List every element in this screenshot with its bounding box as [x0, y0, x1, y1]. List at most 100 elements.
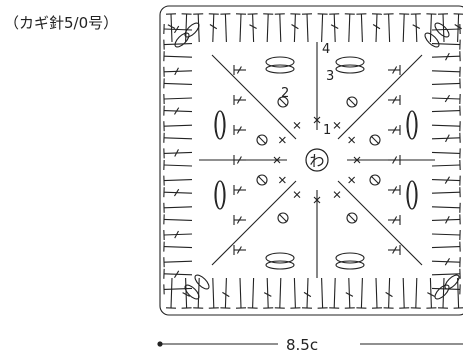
stitch-symbol: [164, 152, 192, 153]
stitch-symbol: [361, 278, 362, 308]
stitch-symbol: [240, 14, 241, 42]
round-label-4: 4: [322, 42, 330, 57]
single-crochet: [294, 122, 300, 128]
stitch-symbol: [416, 14, 417, 42]
shell-mark: [258, 136, 266, 144]
stitch-symbol: [267, 14, 268, 42]
stitch-symbol: [164, 125, 192, 126]
stitch-symbol: [164, 192, 192, 193]
stitch-symbol: [164, 138, 192, 139]
shell-mark: [348, 98, 356, 106]
chain-stitch: [336, 261, 364, 269]
stitch-symbol: [164, 274, 192, 275]
stitch-symbol: [213, 14, 214, 42]
stitch-symbol: [432, 71, 460, 72]
magic-ring-label: わ: [309, 152, 324, 170]
stitch-symbol: [443, 14, 444, 42]
stitch-symbol: [171, 278, 172, 308]
stitch-symbol: [416, 278, 417, 308]
round-label-2: 2: [281, 86, 289, 101]
stitch-symbol: [403, 14, 404, 42]
stitch-symbol: [389, 278, 390, 308]
stitch-symbol: [432, 165, 460, 166]
single-crochet: [279, 137, 285, 143]
stitch-symbol: [432, 207, 460, 208]
chain-stitch: [173, 31, 191, 49]
stitch-symbol: [280, 278, 281, 308]
stitch-symbol: [432, 98, 460, 99]
shell-mark: [371, 136, 379, 144]
stitch-symbol: [334, 14, 335, 42]
stitch-symbol: [432, 261, 460, 262]
stitch-symbol: [376, 14, 377, 42]
stitch-symbol: [432, 219, 460, 220]
stitch-symbol: [280, 14, 281, 42]
stitch-symbol: [322, 14, 323, 42]
stitch-symbol: [225, 278, 226, 308]
stitch-symbol: [376, 278, 377, 308]
stitch-symbol: [294, 14, 295, 42]
stitch-symbol: [389, 14, 390, 42]
stitch-symbol: [430, 14, 431, 42]
stitch-symbol: [164, 98, 192, 99]
stitch-symbol: [171, 14, 172, 42]
stitch-symbol: [186, 14, 187, 42]
stitch-symbol: [432, 138, 460, 139]
stitch-symbol: [253, 278, 254, 308]
round-label-3: 3: [326, 69, 334, 84]
single-crochet: [334, 122, 340, 128]
stitch-symbol: [432, 56, 460, 57]
stitch-symbol: [432, 125, 460, 126]
stitch-symbol: [294, 278, 295, 308]
stitch-symbol: [164, 83, 192, 84]
chain-stitch: [193, 273, 211, 291]
stitch-symbol: [164, 261, 192, 262]
single-crochet: [334, 192, 340, 198]
chain-stitch: [216, 111, 224, 139]
stitch-symbol: [164, 247, 192, 248]
stitch-symbol: [164, 44, 192, 45]
width-dimension-label: 8.5c: [280, 336, 324, 354]
shell-mark: [371, 176, 379, 184]
stitch-symbol: [164, 71, 192, 72]
stitch-symbol: [458, 14, 459, 42]
stitch-symbol: [307, 278, 308, 308]
chain-stitch: [336, 65, 364, 73]
stitch-symbol: [253, 14, 254, 42]
chain-stitch: [266, 261, 294, 269]
stitch-symbol: [164, 56, 192, 57]
stitch-symbol: [458, 278, 459, 308]
stitch-symbol: [432, 152, 460, 153]
stitch-symbol: [322, 278, 323, 308]
stitch-symbol: [164, 165, 192, 166]
stitch-symbol: [213, 278, 214, 308]
stitch-symbol: [164, 234, 192, 235]
stitch-symbol: [430, 278, 431, 308]
stitch-symbol: [225, 14, 226, 42]
stitch-symbol: [432, 247, 460, 248]
single-crochet: [294, 192, 300, 198]
stitch-symbol: [164, 111, 192, 112]
stitch-symbol: [349, 278, 350, 308]
single-crochet: [349, 177, 355, 183]
stitch-symbol: [403, 278, 404, 308]
stitch-symbol: [186, 278, 187, 308]
hook-size-label: （カギ針5/0号）: [4, 12, 118, 33]
stitch-symbol: [334, 278, 335, 308]
stitch-symbol: [164, 207, 192, 208]
chain-stitch: [408, 181, 416, 209]
shell-mark: [348, 214, 356, 222]
single-crochet: [349, 137, 355, 143]
stitch-symbol: [307, 14, 308, 42]
shell-mark: [279, 214, 287, 222]
round-label-1: 1: [323, 123, 331, 138]
shell-mark: [258, 176, 266, 184]
stitch-symbol: [164, 180, 192, 181]
stitch-symbol: [432, 44, 460, 45]
stitch-symbol: [349, 14, 350, 42]
stitch-symbol: [240, 278, 241, 308]
chain-stitch: [433, 283, 451, 301]
single-crochet: [279, 177, 285, 183]
